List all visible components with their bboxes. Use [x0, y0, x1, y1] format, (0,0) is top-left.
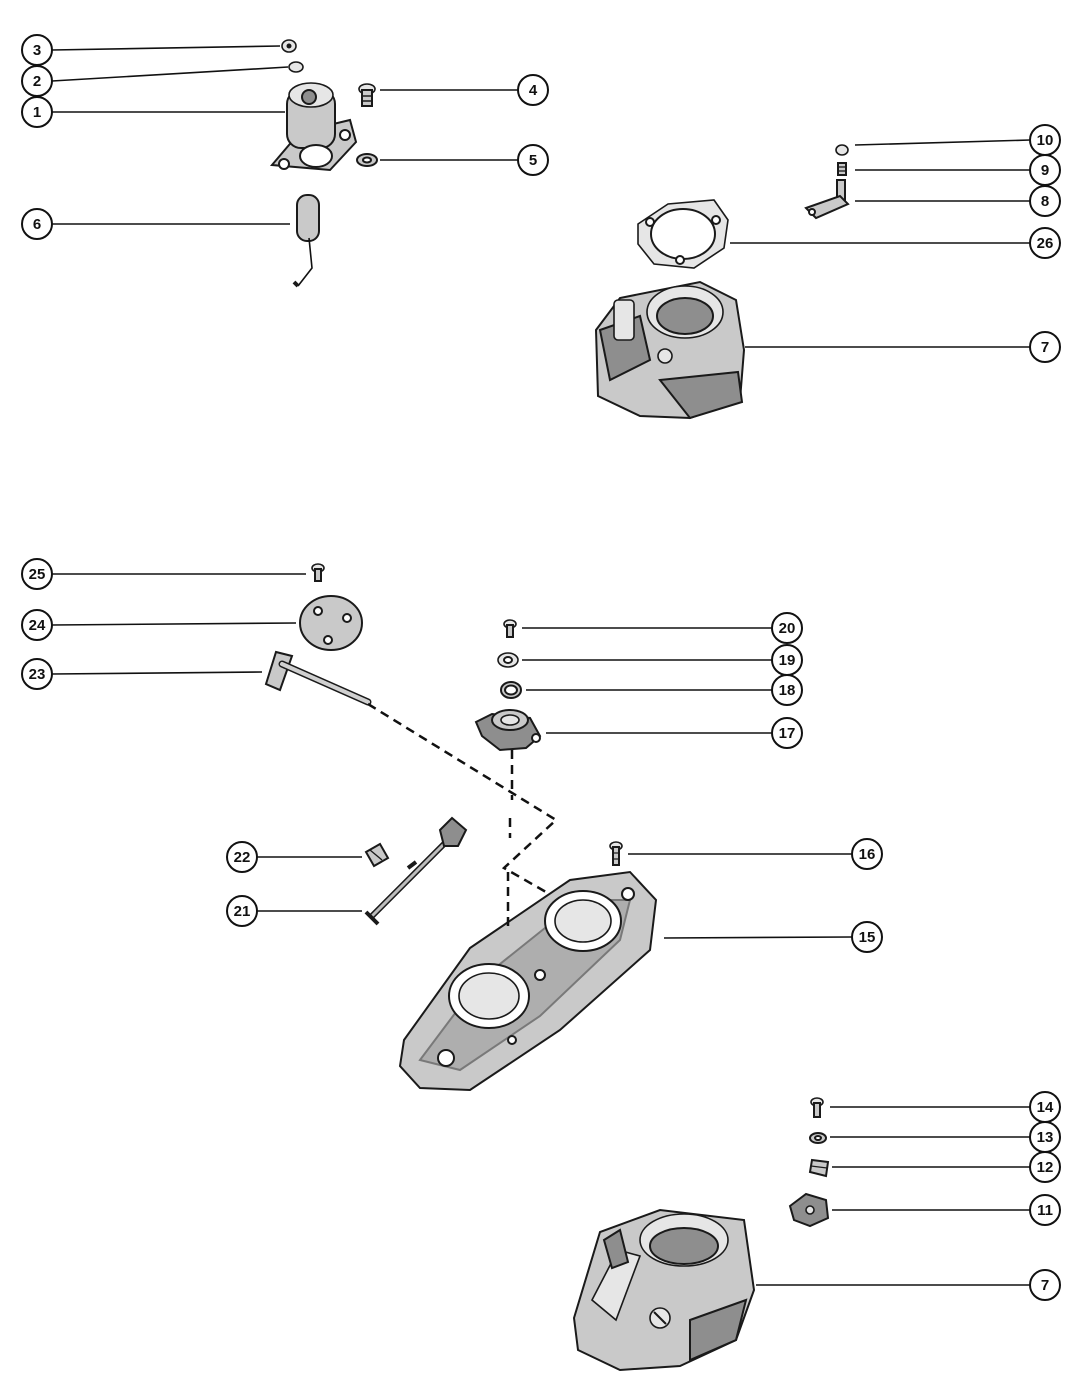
- callout-14: 14: [1029, 1091, 1061, 1123]
- callout-5-label: 5: [529, 152, 537, 169]
- callout-13-label: 13: [1037, 1129, 1054, 1146]
- callout-25: 25: [21, 558, 53, 590]
- callout-20: 20: [771, 612, 803, 644]
- callout-26: 26: [1029, 227, 1061, 259]
- callout-12: 12: [1029, 1151, 1061, 1183]
- callout-16: 16: [851, 838, 883, 870]
- part-16-screw: [609, 841, 623, 866]
- callout-18: 18: [771, 674, 803, 706]
- callout-17-label: 17: [779, 725, 796, 742]
- part-1-housing: [269, 82, 358, 172]
- callout-6: 6: [21, 208, 53, 240]
- callout-24-label: 24: [29, 617, 46, 634]
- part-14-screw: [810, 1097, 824, 1118]
- callout-7-lower-label: 7: [1041, 1277, 1049, 1294]
- part-9-spring: [837, 162, 847, 176]
- part-25-screw: [311, 563, 325, 582]
- callout-6-label: 6: [33, 216, 41, 233]
- callouts: 3 2 1 4 5 6 10 9: [21, 34, 1061, 1301]
- part-15-carburetor-body: [398, 870, 658, 1092]
- part-13-washer: [809, 1132, 827, 1144]
- part-6-float: [292, 194, 320, 288]
- part-11-lever: [788, 1192, 830, 1228]
- part-7-throttle-body-lower: [572, 1208, 756, 1372]
- callout-3: 3: [21, 34, 53, 66]
- part-10-nut: [835, 144, 849, 156]
- callout-19: 19: [771, 644, 803, 676]
- part-2-lock-washer: [288, 61, 304, 73]
- callout-11: 11: [1029, 1194, 1061, 1226]
- callout-5: 5: [517, 144, 549, 176]
- part-illustrations: [264, 39, 850, 1372]
- callout-7-lower: 7: [1029, 1269, 1061, 1301]
- part-3-nut: [281, 39, 297, 53]
- part-22-spring: [364, 842, 390, 868]
- part-17-bracket: [474, 709, 542, 752]
- assembly-dashed-lines: [367, 702, 559, 930]
- part-8-lever: [804, 179, 850, 220]
- part-21-linkage: [364, 816, 468, 926]
- callout-7-upper-label: 7: [1041, 339, 1049, 356]
- callout-22-label: 22: [234, 849, 251, 866]
- callout-11-label: 11: [1037, 1202, 1053, 1219]
- callout-16-label: 16: [859, 846, 876, 863]
- callout-20-label: 20: [779, 620, 796, 637]
- callout-25-label: 25: [29, 566, 46, 583]
- part-4-screw: [358, 83, 376, 107]
- callout-15-label: 15: [859, 929, 876, 946]
- part-7-throttle-body-upper: [594, 280, 746, 420]
- part-18-o-ring: [500, 681, 522, 699]
- callout-21-label: 21: [234, 903, 251, 920]
- callout-1: 1: [21, 96, 53, 128]
- callout-22: 22: [226, 841, 258, 873]
- callout-15: 15: [851, 921, 883, 953]
- callout-10: 10: [1029, 124, 1061, 156]
- part-24-cover-plate: [299, 595, 363, 651]
- callout-23: 23: [21, 658, 53, 690]
- part-20-screw: [503, 619, 517, 638]
- part-19-washer: [497, 652, 519, 668]
- callout-2-label: 2: [33, 73, 41, 90]
- callout-23-label: 23: [29, 666, 46, 683]
- callout-19-label: 19: [779, 652, 796, 669]
- part-26-gasket: [637, 199, 729, 269]
- callout-4-label: 4: [529, 82, 538, 99]
- callout-7-upper: 7: [1029, 331, 1061, 363]
- part-5-washer: [356, 153, 378, 167]
- callout-8: 8: [1029, 185, 1061, 217]
- callout-1-label: 1: [33, 104, 41, 121]
- callout-12-label: 12: [1037, 1159, 1054, 1176]
- callout-13: 13: [1029, 1121, 1061, 1153]
- callout-24: 24: [21, 609, 53, 641]
- callout-9-label: 9: [1041, 162, 1049, 179]
- part-12-spring: [808, 1158, 830, 1178]
- callout-10-label: 10: [1037, 132, 1054, 149]
- callout-26-label: 26: [1037, 235, 1054, 252]
- callout-3-label: 3: [33, 42, 41, 59]
- callout-9: 9: [1029, 154, 1061, 186]
- part-23-shaft: [264, 650, 372, 706]
- callout-8-label: 8: [1041, 193, 1049, 210]
- callout-18-label: 18: [779, 682, 796, 699]
- callout-21: 21: [226, 895, 258, 927]
- callout-4: 4: [517, 74, 549, 106]
- callout-17: 17: [771, 717, 803, 749]
- leader-lines: [51, 45, 1031, 1286]
- callout-14-label: 14: [1037, 1099, 1054, 1116]
- callout-2: 2: [21, 65, 53, 97]
